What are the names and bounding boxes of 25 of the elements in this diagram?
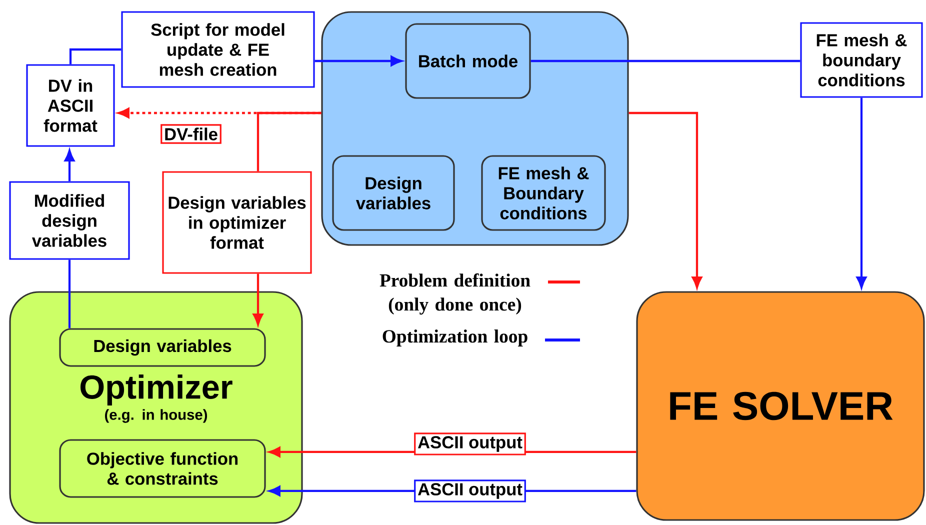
text-box: FE mesh & boundary conditions xyxy=(800,22,923,98)
legend-text: Optimization loop xyxy=(382,330,528,346)
text-box: Design variables in optimizer format xyxy=(162,171,312,274)
connector-line xyxy=(69,48,122,64)
arrow xyxy=(314,56,402,66)
text-box: Script for model update & FE mesh creation xyxy=(121,11,315,88)
edge-label: ASCII output xyxy=(414,480,526,502)
edge-label: ASCII output xyxy=(414,432,526,456)
arrow xyxy=(856,98,867,288)
arrow xyxy=(252,274,264,326)
process-box: Objective function & constraints xyxy=(59,439,266,498)
process-box: Design variables xyxy=(332,155,455,231)
text-box: Modified design variables xyxy=(9,181,130,260)
edge-label: DV-file xyxy=(160,124,222,144)
arrow xyxy=(628,112,702,288)
connector-line xyxy=(256,112,322,172)
process-box: Design variables xyxy=(59,328,266,367)
connector-line xyxy=(68,260,71,328)
process-box: Batch mode xyxy=(405,23,531,99)
legend-text: Problem definition (only done once) xyxy=(380,273,530,315)
rounded-panel: FE SOLVER xyxy=(636,291,925,521)
arrow xyxy=(64,150,75,182)
text-box: DV in ASCII format xyxy=(26,64,115,147)
process-box: FE mesh & Boundary conditions xyxy=(481,155,606,231)
connector-line xyxy=(530,60,800,62)
